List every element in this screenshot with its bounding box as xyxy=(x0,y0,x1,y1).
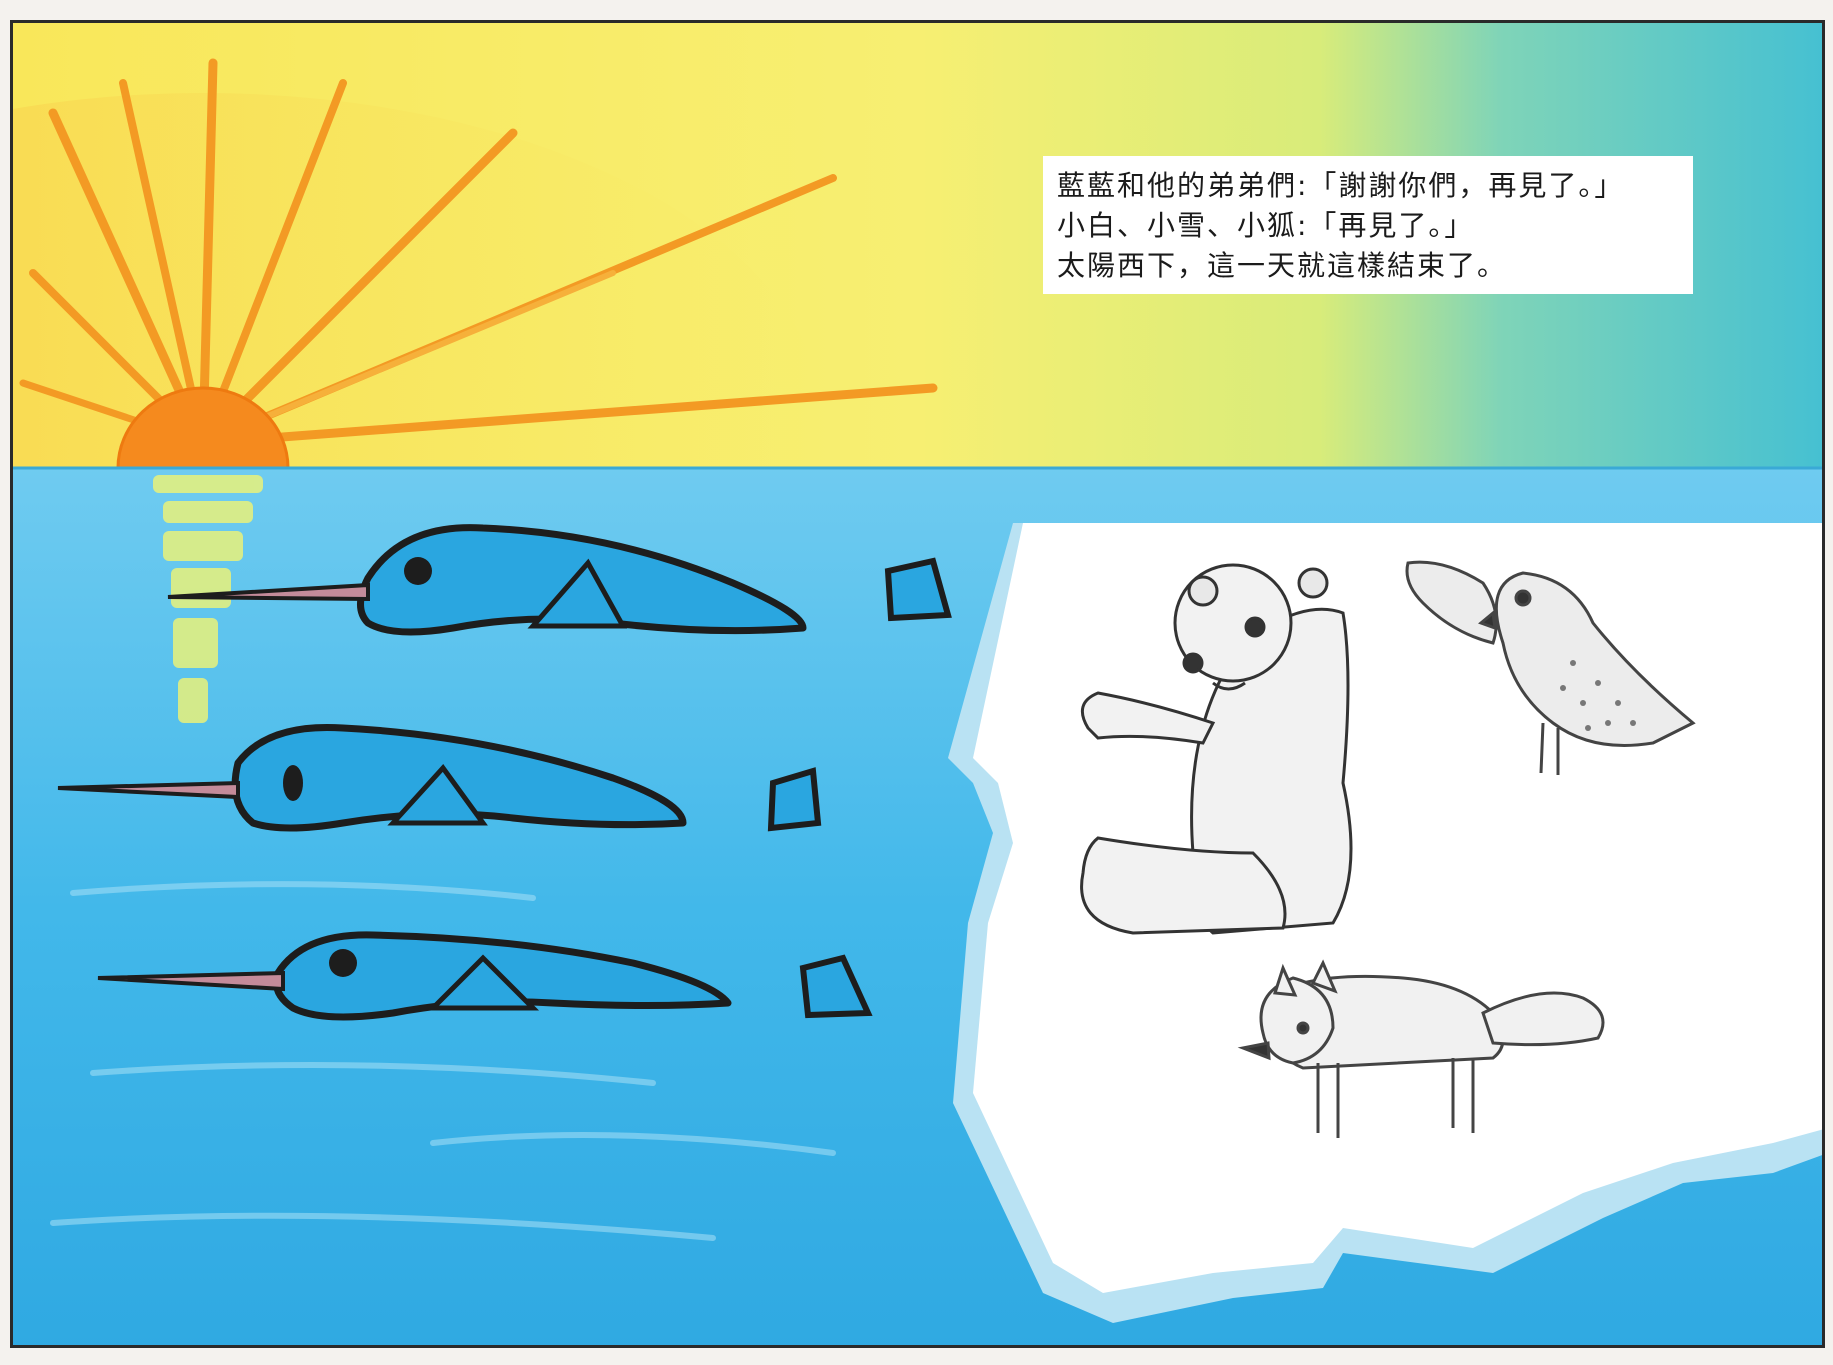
illustration-frame: 藍藍和他的弟弟們:「謝謝你們，再見了。」 小白、小雪、小狐:「再見了。」 太陽西… xyxy=(10,20,1825,1348)
caption-line-dialogue-friends: 小白、小雪、小狐:「再見了。」 xyxy=(1057,209,1475,242)
sun-reflection xyxy=(153,475,263,723)
narwhal-icon xyxy=(167,524,952,636)
water-streaks xyxy=(50,881,836,1241)
sun-icon xyxy=(116,386,290,470)
snowy-owl-icon xyxy=(1405,560,1696,775)
arctic-fox-icon xyxy=(1237,959,1605,1138)
story-caption: 藍藍和他的弟弟們:「謝謝你們，再見了。」 小白、小雪、小狐:「再見了。」 太陽西… xyxy=(1043,156,1693,294)
arctic-sunset-scene xyxy=(13,23,1822,1345)
polar-bear-icon xyxy=(1080,563,1353,935)
narwhal-icon xyxy=(97,931,873,1021)
caption-line-narration: 太陽西下，這一天就這樣結束了。 xyxy=(1057,249,1508,282)
caption-line-dialogue-narwhals: 藍藍和他的弟弟們:「謝謝你們，再見了。」 xyxy=(1057,169,1625,202)
narwhal-icon xyxy=(57,723,822,832)
